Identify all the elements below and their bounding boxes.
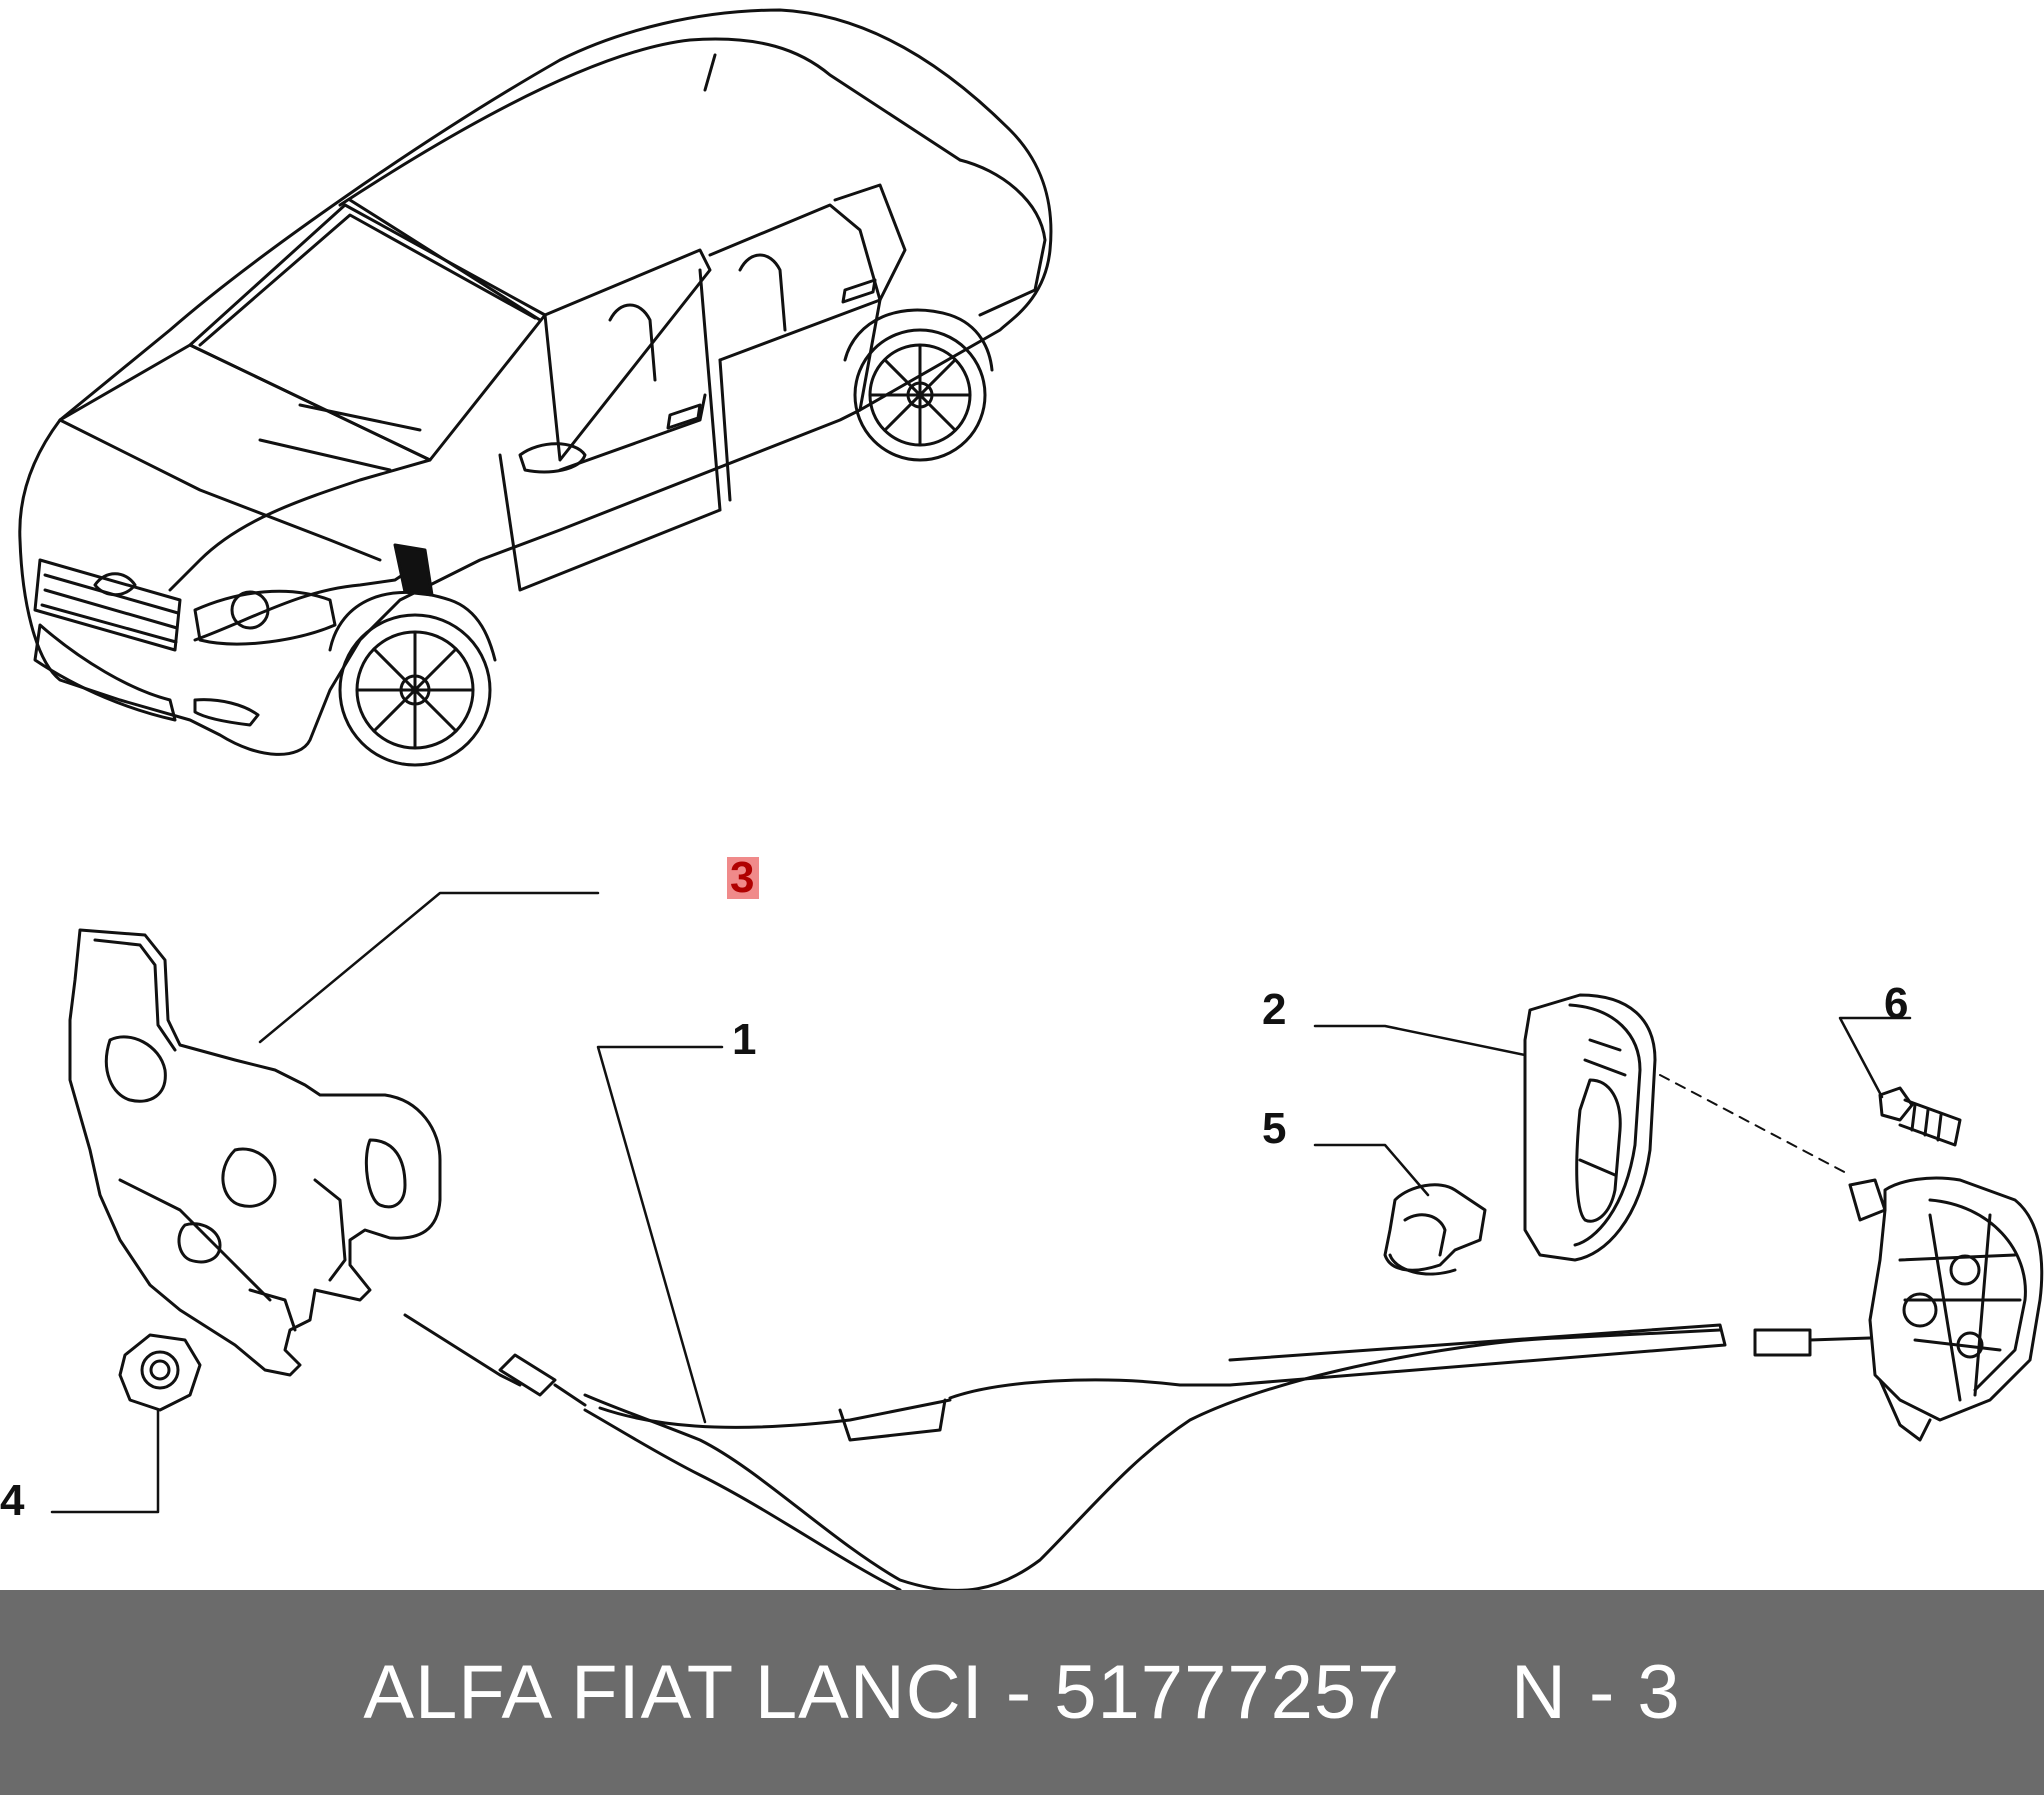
release-cable-part (403, 1313, 1872, 1590)
leader-lines (50, 891, 1912, 1514)
bolt-part (1878, 1086, 1962, 1147)
callout-3: 3 (730, 853, 754, 902)
callout-5: 5 (1262, 1104, 1286, 1153)
footer-separator: - (983, 1650, 1055, 1735)
clip-part (1383, 1183, 1487, 1276)
footer-brand: ALFA FIAT LANCI (363, 1650, 984, 1735)
hood-latch-part (68, 928, 442, 1377)
callout-1: 1 (732, 1015, 756, 1064)
callout-6: 6 (1884, 979, 1908, 1028)
car-illustration (18, 8, 1053, 767)
footer-part-number: 51777257 (1054, 1650, 1401, 1735)
callout-4: 4 (0, 1476, 25, 1525)
release-handle-part (1523, 993, 1851, 1262)
footer-bar: ALFA FIAT LANCI - 51777257 N - 3 (0, 1590, 2044, 1795)
footer-ref: N - 3 (1510, 1650, 1681, 1735)
footer-gap (1400, 1650, 1511, 1735)
parts-diagram: 1 2 3 4 5 6 (0, 8, 2044, 1590)
nut-part (118, 1333, 202, 1412)
callout-2: 2 (1262, 985, 1286, 1034)
handle-bracket-part (1848, 1176, 2044, 1442)
callout-3-highlight (727, 857, 759, 899)
footer-caption: ALFA FIAT LANCI - 51777257 N - 3 (0, 1590, 2044, 1795)
